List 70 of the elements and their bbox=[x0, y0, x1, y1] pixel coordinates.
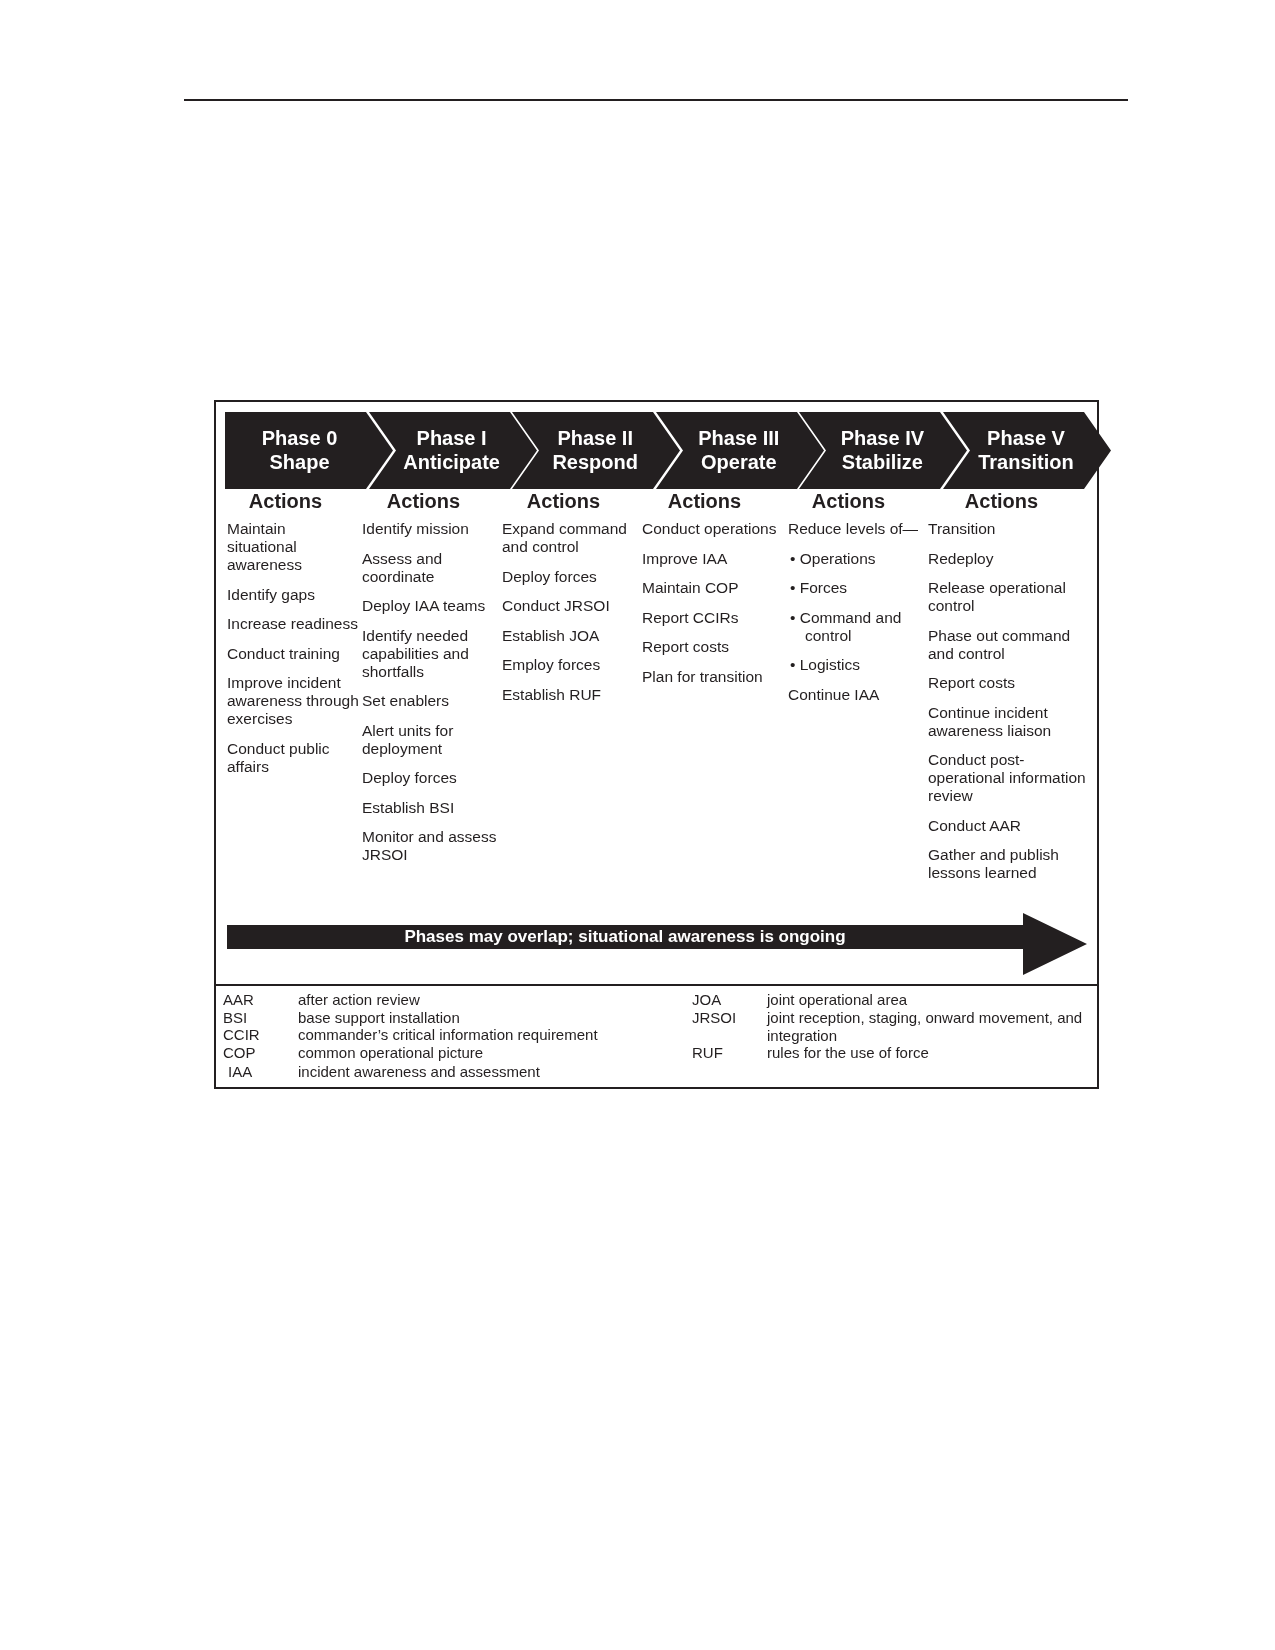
action-item: Increase readiness bbox=[227, 615, 359, 633]
arrow-label: Phases may overlap; situational awareness is ongoing bbox=[403, 927, 847, 947]
action-item: Maintain COP bbox=[642, 579, 740, 597]
abbreviation: JRSOI bbox=[692, 1009, 738, 1027]
definition: commander’s critical information requirement bbox=[298, 1026, 599, 1044]
column-heading: Actions bbox=[963, 490, 1040, 513]
action-item: Deploy forces bbox=[502, 567, 598, 586]
action-item: Identify mission bbox=[362, 520, 470, 538]
action-item: Conduct operations bbox=[642, 520, 778, 538]
abbreviation: COP bbox=[223, 1044, 257, 1062]
action-item: Conduct post-operational information review bbox=[928, 751, 1087, 805]
definition: after action review bbox=[298, 991, 421, 1009]
column-heading: Actions bbox=[525, 490, 602, 513]
column-heading: Actions bbox=[247, 490, 324, 513]
action-item: Reduce levels of— bbox=[788, 520, 920, 538]
action-item: Report costs bbox=[642, 638, 730, 656]
action-item: Continue incident awareness liaison bbox=[928, 703, 1053, 740]
action-item: Identify gaps bbox=[227, 585, 316, 604]
action-item: Phase out command and control bbox=[928, 626, 1072, 663]
definition: common operational picture bbox=[298, 1044, 485, 1062]
definition: joint operational area bbox=[767, 991, 909, 1009]
bullet-item: • Command and control bbox=[790, 608, 903, 645]
action-item: Deploy forces bbox=[362, 769, 458, 787]
column-heading: Actions bbox=[810, 490, 887, 513]
action-item: Conduct training bbox=[227, 644, 341, 663]
abbreviation: IAA bbox=[228, 1063, 254, 1081]
phase-title: Phase III Operate bbox=[697, 426, 781, 474]
phase-title: Phase V Transition bbox=[977, 426, 1075, 474]
action-item: Assess and coordinate bbox=[362, 549, 444, 586]
bullet-item: • Forces bbox=[790, 579, 849, 597]
bullet-item: • Logistics bbox=[790, 656, 862, 674]
abbreviation: CCIR bbox=[223, 1026, 261, 1044]
action-item: Monitor and assess JRSOI bbox=[362, 828, 498, 864]
action-item: Identify needed capabilities and shortfalls bbox=[362, 626, 470, 681]
action-item: Deploy IAA teams bbox=[362, 597, 487, 615]
phase-title: Phase 0 Shape bbox=[260, 426, 339, 474]
definition: base support installation bbox=[298, 1009, 461, 1027]
column-heading: Actions bbox=[666, 490, 743, 513]
action-item: Maintain situational awareness bbox=[227, 520, 303, 574]
action-item: Alert units for deployment bbox=[362, 721, 455, 758]
action-item: Set enablers bbox=[362, 692, 451, 710]
definition: rules for the use of force bbox=[767, 1044, 930, 1062]
phase-title: Phase II Respond bbox=[551, 426, 639, 474]
action-item: Conduct AAR bbox=[928, 816, 1023, 835]
column-heading: Actions bbox=[385, 490, 462, 513]
action-item: Establish JOA bbox=[502, 626, 601, 645]
action-item: Employ forces bbox=[502, 656, 602, 674]
action-item: Conduct public affairs bbox=[227, 739, 331, 776]
action-item: Transition bbox=[928, 520, 997, 538]
action-item: Establish BSI bbox=[362, 798, 456, 817]
action-item: Report costs bbox=[928, 674, 1016, 692]
phase-title: Phase IV Stabilize bbox=[839, 426, 926, 474]
action-item: Gather and publish lessons learned bbox=[928, 846, 1060, 882]
abbreviation: AAR bbox=[223, 991, 255, 1009]
action-item: Report CCIRs bbox=[642, 608, 740, 627]
action-item: Establish RUF bbox=[502, 685, 603, 704]
action-item: Conduct JRSOI bbox=[502, 597, 611, 615]
abbreviation: JOA bbox=[692, 991, 723, 1009]
action-item: Expand command and control bbox=[502, 520, 628, 556]
action-item: Improve IAA bbox=[642, 549, 729, 568]
phase-title: Phase I Anticipate bbox=[402, 426, 501, 474]
bullet-item: • Operations bbox=[790, 549, 877, 568]
abbreviation: BSI bbox=[223, 1009, 249, 1027]
action-item: Plan for transition bbox=[642, 667, 764, 686]
action-item: Improve incident awareness through exercises bbox=[227, 674, 359, 728]
abbreviation: RUF bbox=[692, 1044, 724, 1062]
action-item: Release operational control bbox=[928, 579, 1067, 615]
action-item: Continue IAA bbox=[788, 685, 881, 704]
definition: incident awareness and assessment bbox=[298, 1063, 541, 1081]
action-item: Redeploy bbox=[928, 549, 995, 568]
